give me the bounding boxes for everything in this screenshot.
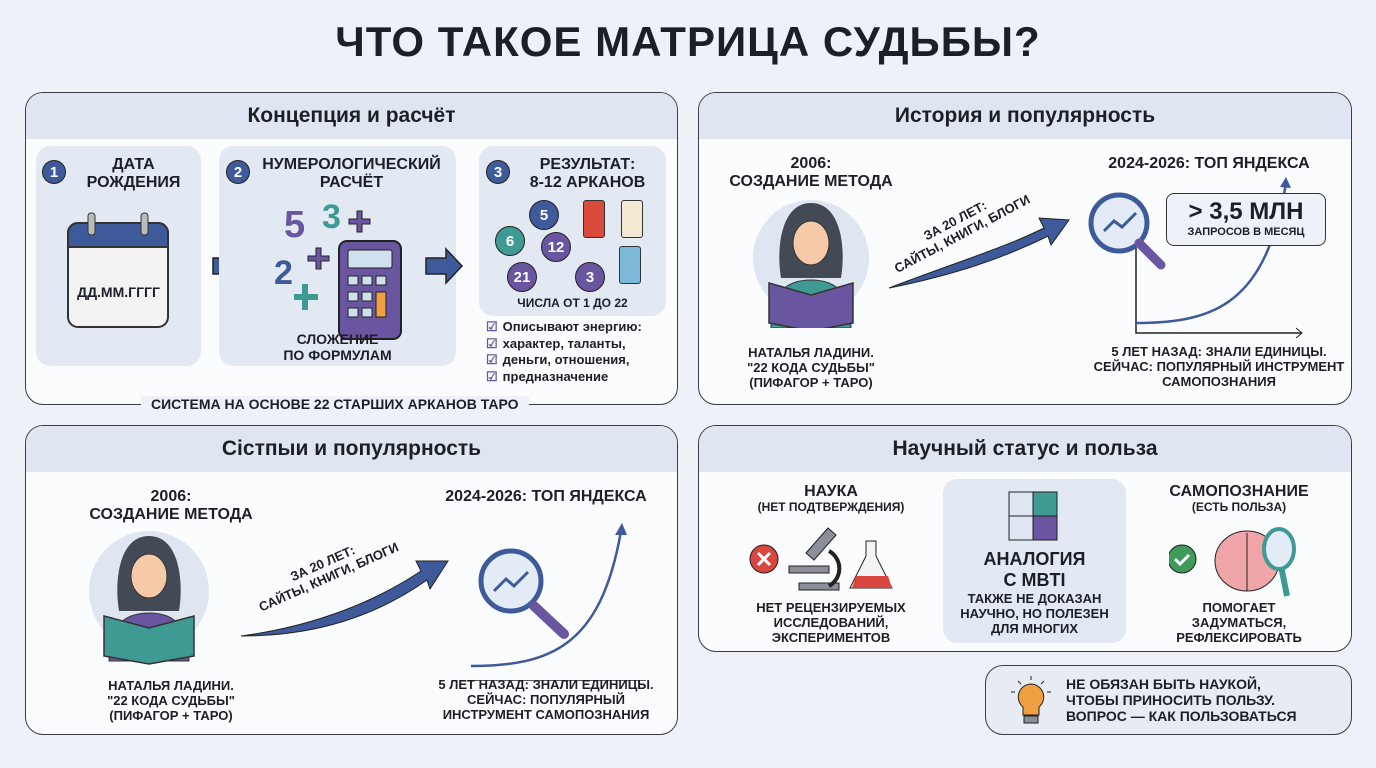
history-panel: История и популярность 2006: создание ме… xyxy=(698,92,1352,405)
calendar-date-format: ДД.ММ.ГГГГ xyxy=(77,284,160,300)
callout-text: Не обязан быть наукой, чтобы приносить п… xyxy=(1066,676,1297,725)
science-panel: Научный статус и польза Наука (нет подтв… xyxy=(698,425,1352,652)
step-caption: Сложение по формулам xyxy=(283,331,392,364)
tarot-card-icon xyxy=(583,200,605,238)
growth-arrow-icon xyxy=(240,560,449,637)
stat-label: запросов в месяц xyxy=(1187,226,1305,238)
check-icon: ☑ xyxy=(486,368,498,384)
mbti-title: Аналогия с MBTI xyxy=(983,549,1086,590)
stat-value: > 3,5 млн xyxy=(1188,198,1304,225)
result-checklist: ☑Описывают энергию: ☑характер, таланты, … xyxy=(486,319,642,385)
history-caption: 5 лет назад: знали единицы. Сейчас: попу… xyxy=(1093,344,1345,389)
step-number: 2 xyxy=(226,160,250,184)
step-label: Нумерологический расчёт xyxy=(262,156,441,192)
self-text: Помогает задуматься, рефлексировать xyxy=(1176,600,1302,645)
check-item: ☑характер, таланты, xyxy=(486,335,626,351)
history-header: История и популярность xyxy=(699,93,1351,139)
self-title: Самопознание xyxy=(1169,483,1309,500)
end-title: 2024-2026: топ Яндекса xyxy=(1108,155,1310,172)
step-label: Дата рождения xyxy=(86,156,181,192)
history2-header: Сістпыи и популярность xyxy=(26,426,677,472)
number-three: 3 xyxy=(322,198,341,236)
history-panel-duplicate: Сістпыи и популярность 2006: создание ме… xyxy=(25,425,678,735)
arcana-ball: 5 xyxy=(529,200,559,230)
arrow-right-icon xyxy=(425,247,464,285)
author-caption: Наталья Ладини. "22 кода судьбы" (Пифаго… xyxy=(107,678,235,723)
arcana-ball: 12 xyxy=(541,232,571,262)
check-icon: ☑ xyxy=(486,319,498,334)
check-icon: ☑ xyxy=(486,352,498,367)
concept-panel: Концепция и расчёт 1 Дата рождения ДД.ММ… xyxy=(25,92,678,412)
conclusion-callout: Не обязан быть наукой, чтобы приносить п… xyxy=(985,665,1352,735)
author-reading-icon xyxy=(753,200,869,328)
start-title: 2006: создание метода xyxy=(89,488,253,524)
step-number: 1 xyxy=(42,160,66,184)
calendar-icon xyxy=(67,212,169,328)
arcana-ball: 21 xyxy=(507,262,537,292)
mbti-text: Также не доказан научно, но полезен для … xyxy=(960,591,1109,636)
history-caption: 5 лет назад: знали единицы. Сейчас: попу… xyxy=(438,677,654,722)
puzzle-icon xyxy=(1008,491,1058,541)
science-text: Нет рецензируемых исследований, эксперим… xyxy=(756,600,906,645)
growth-arrow-icon xyxy=(888,217,1070,289)
page-title: Что такое матрица судьбы? xyxy=(335,18,1041,65)
science-header: Научный статус и польза xyxy=(699,426,1351,472)
author-caption: Наталья Ладини. "22 кода судьбы" (Пифаго… xyxy=(747,345,875,390)
author-reading-icon xyxy=(89,531,209,665)
check-item: ☑предназначение xyxy=(486,368,609,384)
check-item: ☑деньги, отношения, xyxy=(486,352,630,367)
step-birthdate-card: 1 Дата рождения ДД.ММ.ГГГГ xyxy=(36,146,201,366)
arcana-ball: 6 xyxy=(495,226,525,256)
stat-box: > 3,5 млн запросов в месяц xyxy=(1166,193,1326,246)
self-subtitle: (есть польза) xyxy=(1191,500,1287,514)
tarot-card-icon xyxy=(619,246,641,284)
end-title: 2024-2026: топ Яндекса xyxy=(445,488,647,505)
step-number: 3 xyxy=(486,160,510,184)
start-title: 2006: создание метода xyxy=(729,155,893,191)
check-icon: ☑ xyxy=(486,335,498,351)
lightbulb-icon xyxy=(1011,676,1051,724)
science-subtitle: (нет подтверждения) xyxy=(757,500,905,514)
number-two: 2 xyxy=(274,254,293,292)
number-five: 5 xyxy=(284,204,306,246)
step-label: Результат: 8-12 арканов xyxy=(529,156,646,192)
check-item: ☑Описывают энергию: xyxy=(486,319,642,334)
step-caption: Числа от 1 до 22 xyxy=(517,296,628,310)
popularity-chart-icon xyxy=(470,523,646,681)
science-title: Наука xyxy=(804,483,858,500)
tarot-card-icon xyxy=(621,200,643,238)
concept-footer: Система на основе 22 старших арканов Тар… xyxy=(141,396,529,412)
calculator-icon xyxy=(294,210,402,340)
step-calculation-card: 2 Нумерологический расчёт 5 3 2 Сложение… xyxy=(219,146,456,366)
step-result-card: 3 Результат: 8-12 арканов 5 6 12 21 3 Чи… xyxy=(479,146,666,316)
arcana-ball: 3 xyxy=(575,262,605,292)
microscope-flask-icon xyxy=(749,527,893,591)
mbti-card: Аналогия с MBTI Также не доказан научно,… xyxy=(943,479,1126,643)
concept-header: Концепция и расчёт xyxy=(26,93,677,139)
brain-mirror-icon xyxy=(1169,527,1296,597)
